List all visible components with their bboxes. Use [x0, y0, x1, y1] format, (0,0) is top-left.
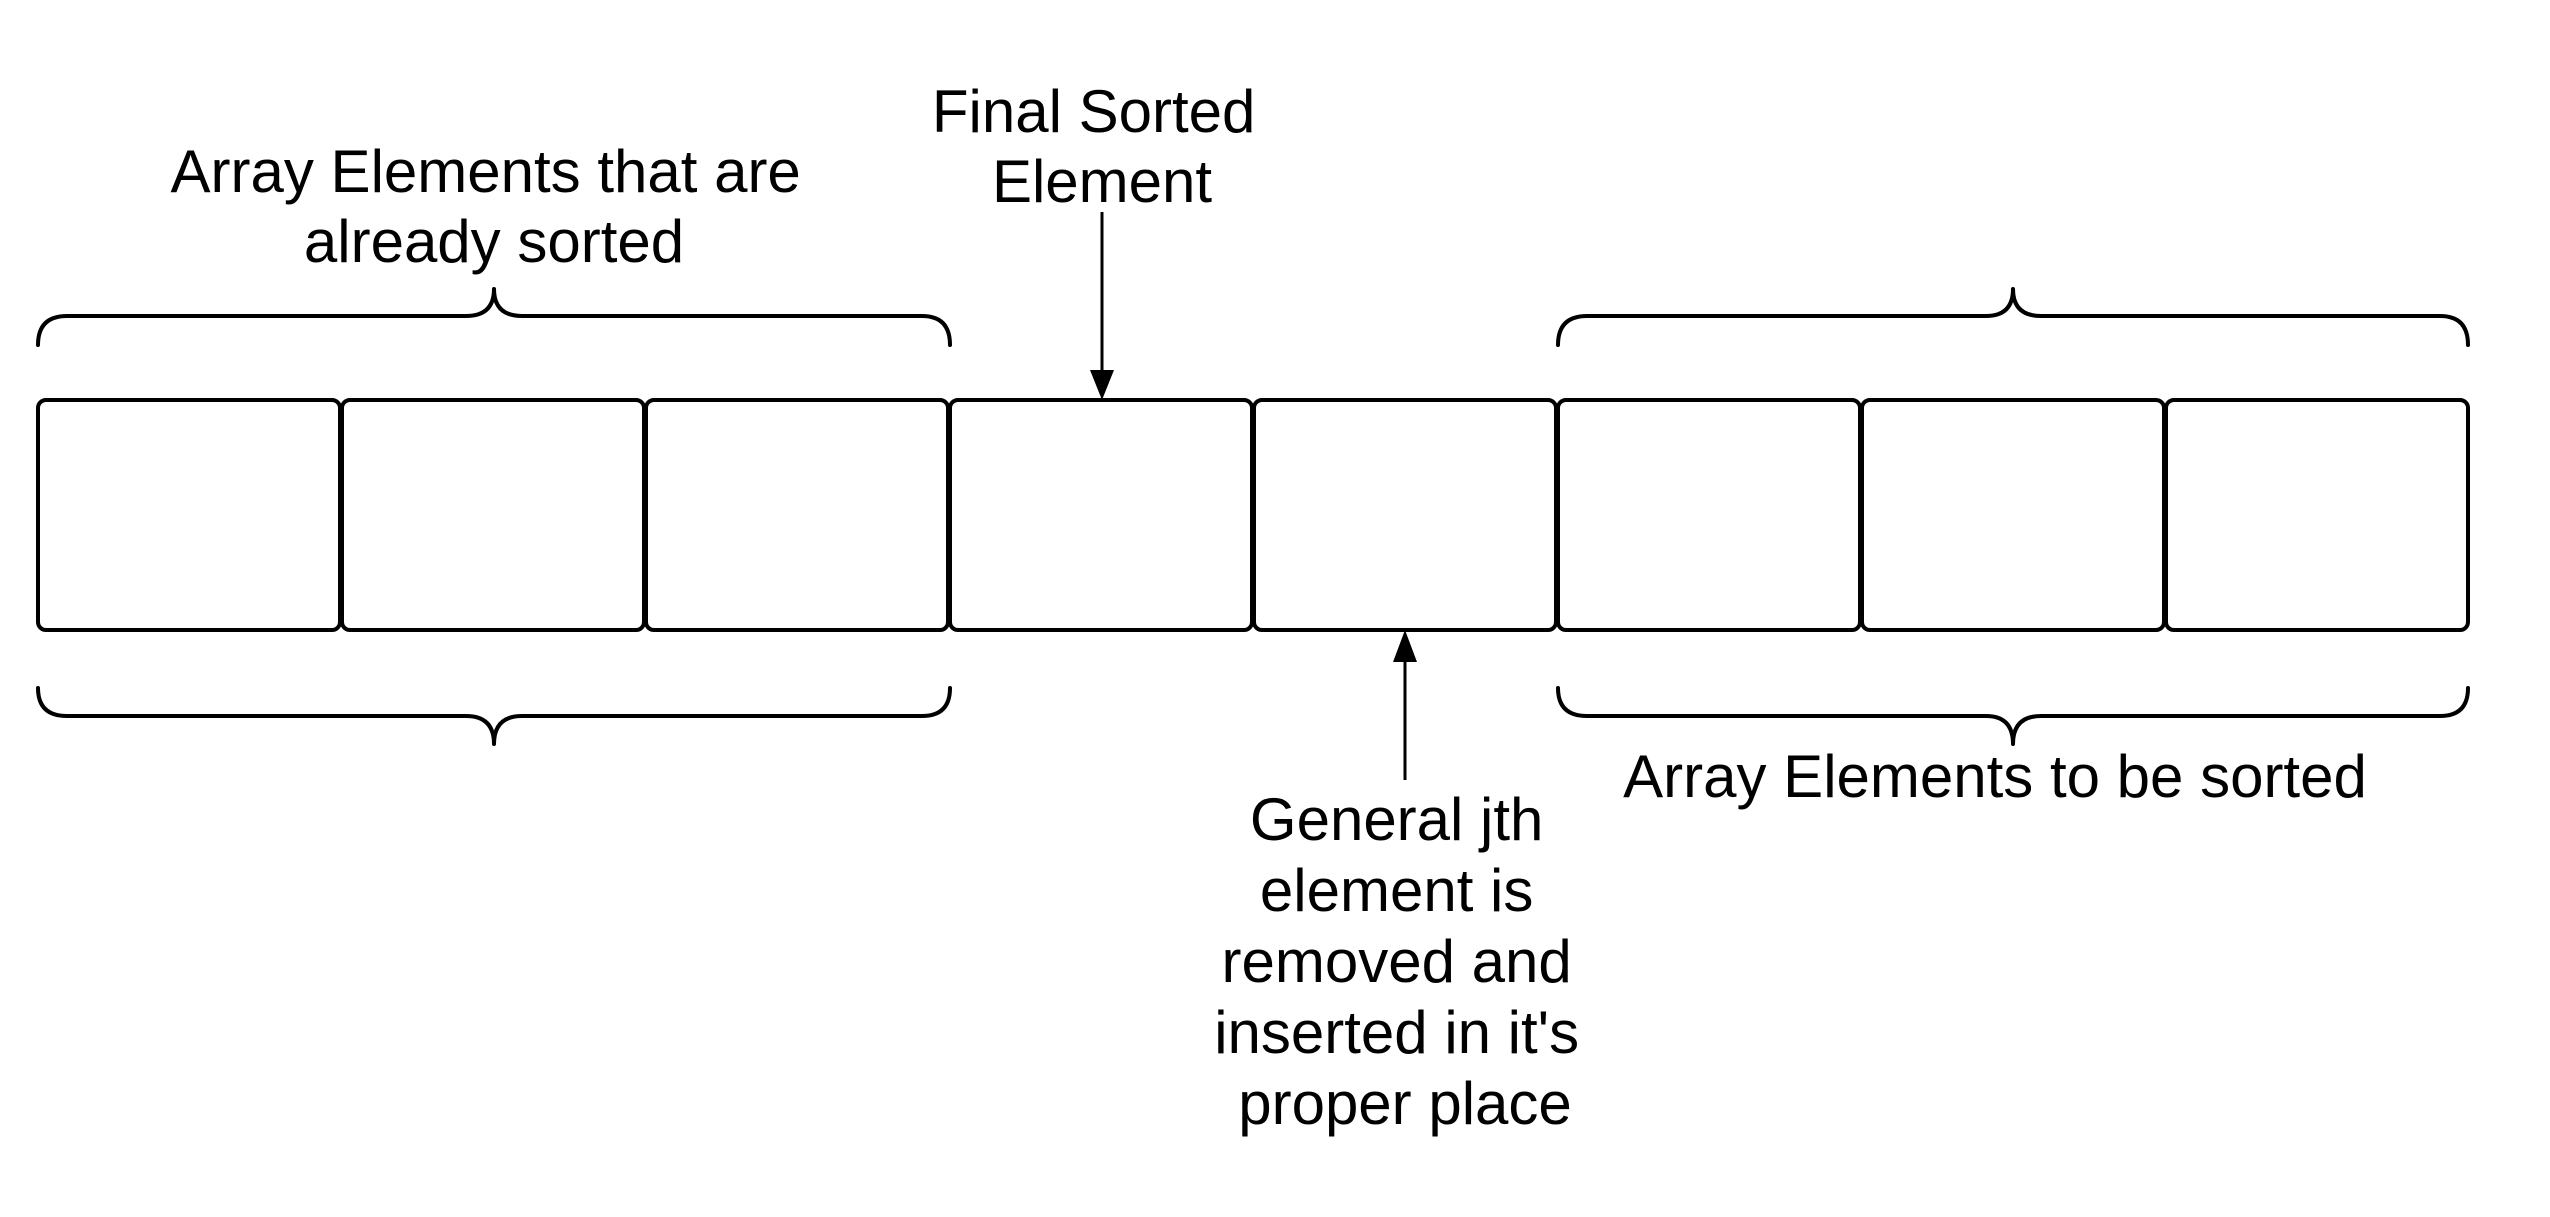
- brace-unsorted-bottom: [1556, 686, 2470, 746]
- label-jth-element-line-2: element is: [1260, 857, 1533, 924]
- label-final-sorted: Final Sorted Element: [932, 78, 1272, 215]
- array-cell-7: [1860, 398, 2166, 632]
- brace-sorted-bottom: [36, 686, 952, 746]
- arrow-jth-element: [1393, 630, 1417, 780]
- label-jth-element-line-1: General jth: [1250, 786, 1544, 853]
- array-cell-4-final-sorted: [948, 398, 1254, 632]
- array-cell-1: [36, 398, 342, 632]
- label-jth-element-line-3: removed and: [1222, 928, 1572, 995]
- label-jth-element-line-4: inserted in it's: [1214, 999, 1579, 1066]
- array-cell-6: [1556, 398, 1862, 632]
- label-final-sorted-line-1: Final Sorted: [932, 78, 1256, 145]
- label-final-sorted-line-2: Element: [992, 148, 1212, 215]
- label-jth-element-line-5: proper place: [1238, 1070, 1572, 1137]
- label-sorted-group-line-2: already sorted: [304, 208, 684, 275]
- array: [36, 398, 2470, 632]
- label-unsorted-group-line-1: Array Elements to be sorted: [1623, 743, 2367, 810]
- arrow-final-sorted: [1090, 212, 1114, 400]
- label-sorted-group: Array Elements that are already sorted: [171, 138, 818, 275]
- array-cell-2: [340, 398, 646, 632]
- array-cell-3: [644, 398, 950, 632]
- brace-unsorted-top: [1556, 287, 2470, 347]
- label-jth-element: General jth element is removed and inser…: [1214, 786, 1596, 1137]
- array-cell-8: [2164, 398, 2470, 632]
- label-sorted-group-line-1: Array Elements that are: [171, 138, 801, 205]
- brace-sorted-top: [36, 287, 952, 347]
- label-unsorted-group: Array Elements to be sorted: [1623, 743, 2367, 810]
- array-cell-5-jth: [1252, 398, 1558, 632]
